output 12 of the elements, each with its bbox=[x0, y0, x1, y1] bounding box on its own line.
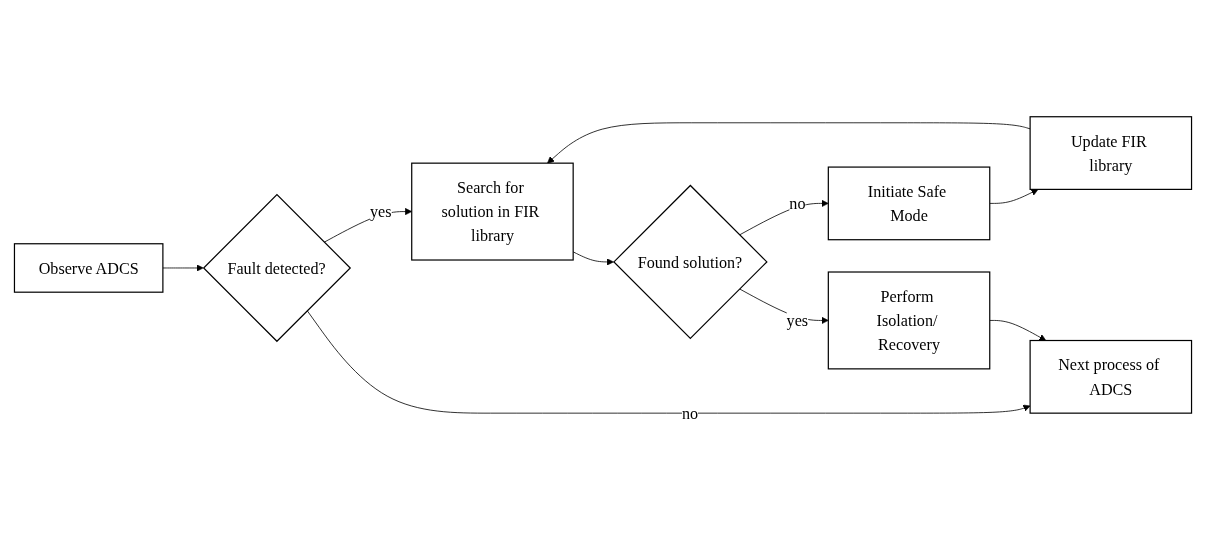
node-box: Search for solution in FIR library bbox=[411, 162, 574, 261]
node-box: Next process of ADCS bbox=[1029, 339, 1193, 414]
edge-label: no bbox=[789, 194, 806, 213]
edge-label: yes bbox=[786, 311, 809, 330]
node-diamond: Fault detected? bbox=[202, 193, 352, 343]
node-box: Observe ADCS bbox=[13, 243, 164, 293]
edge-label: yes bbox=[370, 202, 392, 221]
node-box: Perform Isolation/ Recovery bbox=[827, 271, 991, 370]
node-box: Update FIR library bbox=[1029, 116, 1193, 190]
node-diamond: Found solution? bbox=[613, 184, 768, 340]
node-box: Initiate Safe Mode bbox=[827, 166, 991, 241]
edge-label: no bbox=[681, 404, 699, 423]
